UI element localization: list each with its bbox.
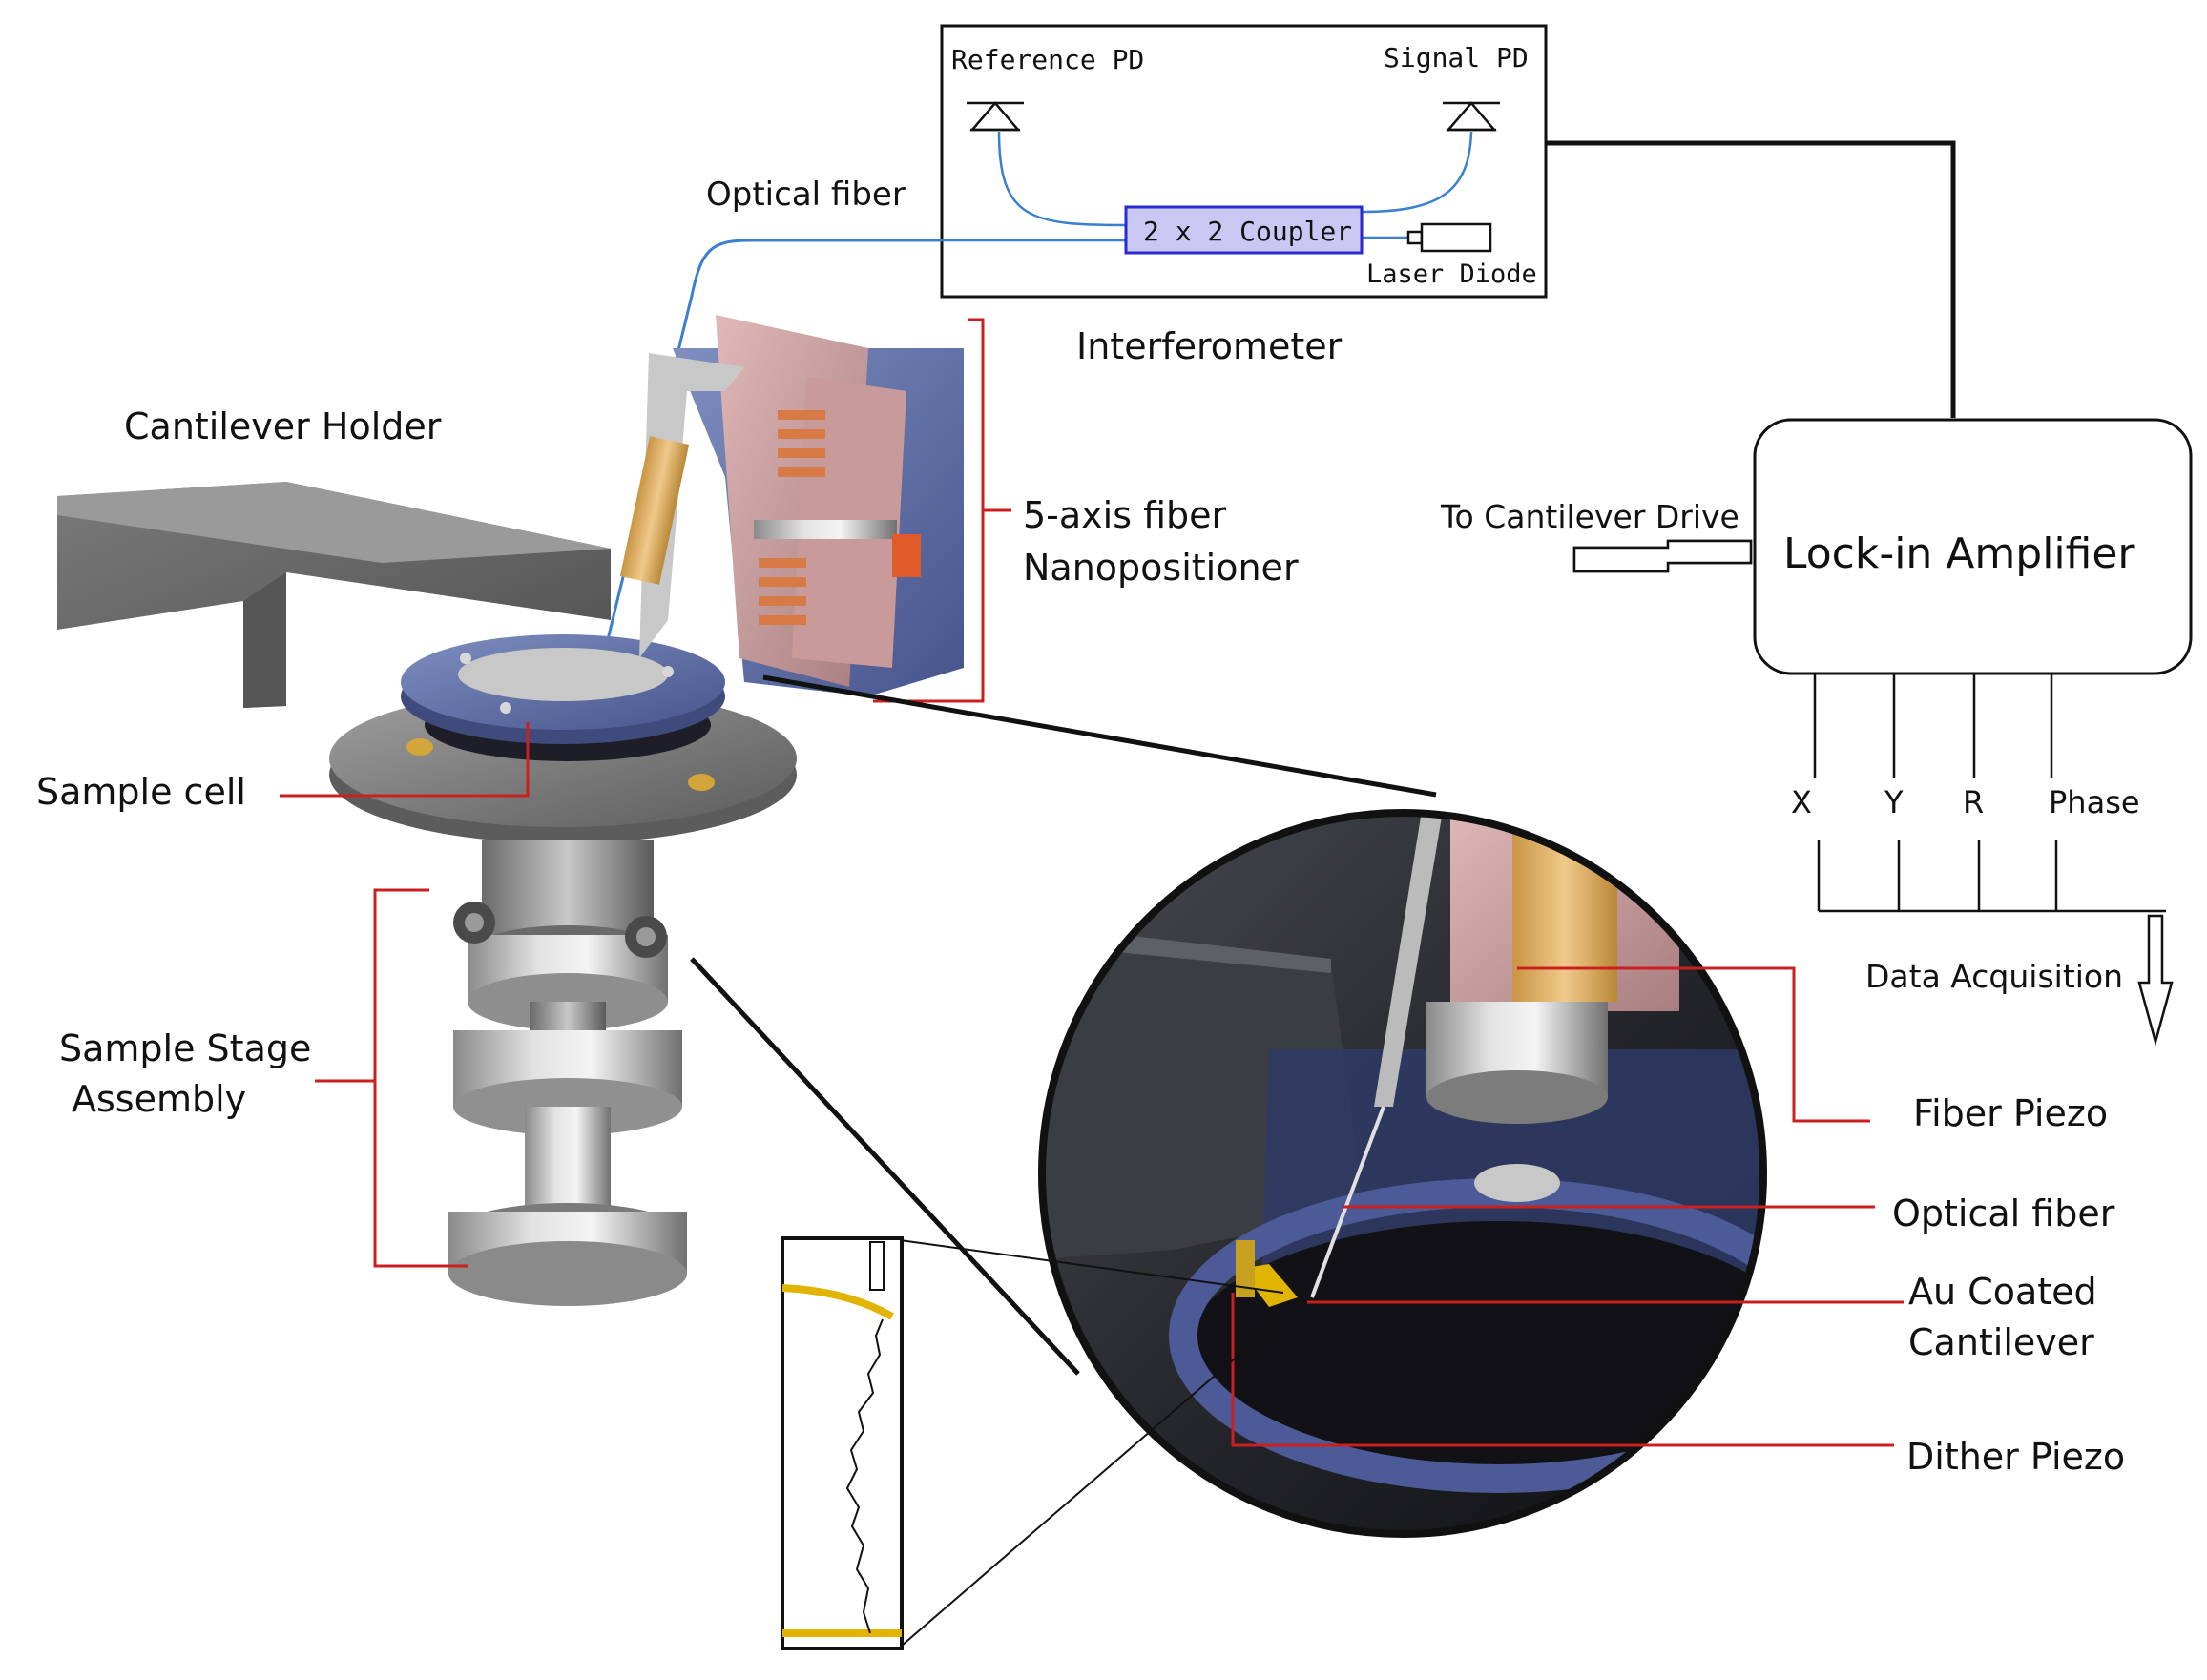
zoom-optical-fiber-label: Optical fiber <box>1892 1193 2115 1234</box>
cantilever-drive-arrow <box>1572 539 1753 573</box>
lockin-amplifier-box <box>1753 418 2193 675</box>
internal-fibers <box>942 131 1473 242</box>
fiber-piezo-label: Fiber Piezo <box>1913 1092 2108 1134</box>
optical-fiber-label: Optical fiber <box>706 176 906 214</box>
sample-stage-label-line2: Assembly <box>72 1078 246 1120</box>
zoom-detail-view <box>1038 809 1767 1538</box>
nanopositioner-label-line1: 5-axis fiber <box>1023 494 1227 536</box>
cantilever-holder <box>57 482 611 708</box>
signal-photodiode-icon <box>1443 101 1500 132</box>
coupler-block <box>1124 205 1364 255</box>
output-x-label: X <box>1791 784 1812 820</box>
data-acquisition-arrow <box>2137 914 2174 1047</box>
cantilever-drive-label: To Cantilever Drive <box>1440 498 1739 535</box>
interferometer-caption: Interferometer <box>1076 325 1343 367</box>
cantilever-inset <box>781 1236 1284 1650</box>
nanopositioner-label-line2: Nanopositioner <box>1023 547 1299 589</box>
au-coated-label-line1: Au Coated <box>1908 1271 2097 1313</box>
sample-stage-assembly <box>448 840 687 1306</box>
data-acquisition-label: Data Acquisition <box>1865 958 2123 995</box>
zoom-connector-lines <box>690 674 1437 1376</box>
laser-diode-icon <box>1406 222 1492 253</box>
output-r-label: R <box>1963 784 1984 820</box>
fiber-nanopositioner <box>619 315 964 696</box>
signal-pd-label: Signal PD <box>1384 42 1529 73</box>
reference-pd-label: Reference PD <box>951 44 1144 75</box>
output-phase-label: Phase <box>2049 784 2140 820</box>
sample-cell <box>401 634 725 761</box>
signal-cable <box>1546 140 1956 418</box>
optical-fiber-line <box>590 239 942 707</box>
laser-diode-label: Laser Diode <box>1366 259 1537 289</box>
lockin-title: Lock-in Amplifier <box>1783 529 2135 578</box>
output-y-label: Y <box>1884 784 1904 820</box>
au-coated-label-line2: Cantilever <box>1908 1321 2094 1363</box>
reference-photodiode-icon <box>967 101 1024 132</box>
coupler-label: 2 x 2 Coupler <box>1143 216 1352 247</box>
lockin-output-lines <box>1813 674 2166 913</box>
interferometer-box: Reference PD Signal PD 2 x 2 Coupler La <box>940 24 1548 299</box>
dither-piezo-label: Dither Piezo <box>1906 1436 2125 1478</box>
sample-stage-bracket <box>373 888 468 1268</box>
sample-stage-label-line1: Sample Stage <box>59 1027 311 1069</box>
sample-cell-callout <box>280 722 530 798</box>
sample-cell-label: Sample cell <box>36 771 246 813</box>
cantilever-holder-label: Cantilever Holder <box>124 405 442 447</box>
zoom-callout-lines <box>1231 966 1904 1447</box>
